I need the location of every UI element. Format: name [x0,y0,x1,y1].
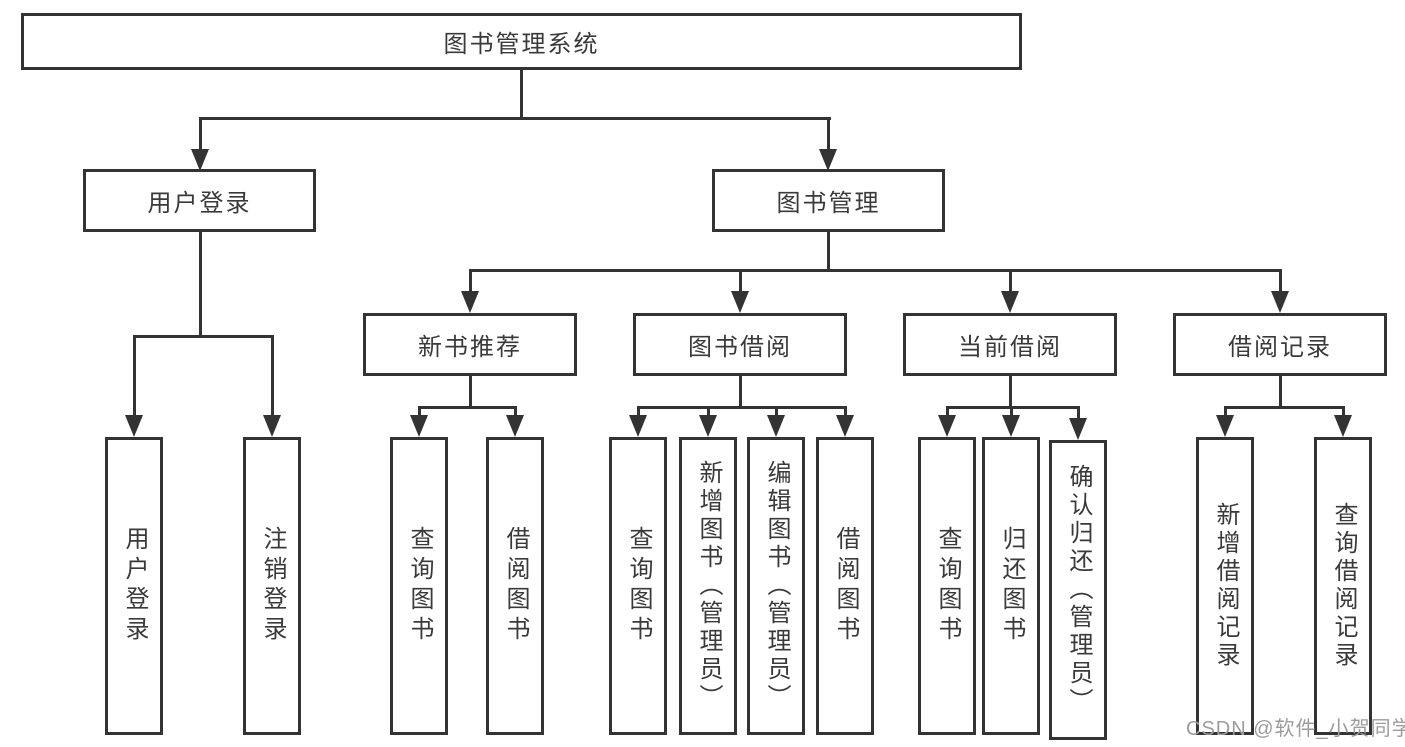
leaf-add-book-admin: 新增图书（管理员） [679,437,737,735]
connector-to-book-management [827,117,830,151]
node-borrowing-records: 借阅记录 [1173,313,1387,376]
leaf-return-books: 归还图书 [982,437,1040,735]
arrow-down-icon [699,415,717,437]
leaf-borrow-books-recommendation: 借阅图书 [486,437,544,735]
connector-current-stem [1009,376,1012,409]
watermark: CSDN @软件_小贺同学 [1186,718,1405,740]
leaf-query-books-borrowing: 查询图书 [609,437,667,735]
connector-records-stem [1279,376,1282,409]
leaf-borrow-books-borrowing: 借阅图书 [816,437,874,735]
connector-leaf-stem [707,406,710,418]
connector-leaf-stem [514,406,517,418]
connector-root-stem [520,70,523,120]
arrow-down-icon [461,291,479,313]
node-new-book-recommendation: 新书推荐 [363,313,577,376]
leaf-logout: 注销登录 [243,437,301,735]
arrow-down-icon [506,415,524,437]
connector-to-borrowing-records [1279,269,1282,293]
arrow-down-icon [1334,415,1352,437]
connector-leaf-stem [946,406,949,418]
connector-records-bar [1224,406,1344,409]
connector-level3-bar [469,269,1282,272]
connector-to-leaf-user-login [133,335,136,417]
connector-user-login-bar [133,335,274,338]
arrow-down-icon [836,415,854,437]
leaf-edit-book-admin: 编辑图书（管理员） [747,437,805,735]
arrow-down-icon [629,415,647,437]
connector-user-login-stem [199,232,202,338]
connector-leaf-stem [1224,406,1227,418]
connector-level2-bar [199,117,831,120]
leaf-user-login: 用户登录 [105,437,163,735]
leaf-query-books-current: 查询图书 [918,437,976,735]
connector-leaf-stem [1342,406,1345,418]
node-user-login: 用户登录 [83,169,316,232]
arrow-down-icon [767,415,785,437]
arrow-down-icon [731,291,749,313]
arrow-down-icon [819,149,837,171]
connector-leaf-stem [844,406,847,418]
leaf-query-books-recommendation: 查询图书 [390,437,448,735]
arrow-down-icon [1069,418,1087,440]
leaf-query-borrow-record: 查询借阅记录 [1314,437,1372,735]
node-library-management-system: 图书管理系统 [21,13,1022,70]
connector-borrowing-stem [739,376,742,409]
arrow-down-icon [263,415,281,437]
node-current-borrowing: 当前借阅 [903,313,1117,376]
connector-to-new-book-recommendation [469,269,472,293]
arrow-down-icon [191,149,209,171]
arrow-down-icon [1216,415,1234,437]
connector-leaf-stem [775,406,778,418]
arrow-down-icon [938,415,956,437]
connector-to-current-borrowing [1009,269,1012,293]
connector-to-leaf-logout [271,335,274,417]
connector-to-book-borrowing [739,269,742,293]
arrow-down-icon [1002,415,1020,437]
connector-recommendation-bar [418,406,517,409]
node-book-management: 图书管理 [712,169,945,232]
arrow-down-icon [125,415,143,437]
leaf-confirm-return-admin: 确认归还（管理员） [1049,440,1107,740]
connector-leaf-stem [1077,406,1080,420]
connector-borrowing-bar [637,406,846,409]
leaf-add-borrow-record: 新增借阅记录 [1196,437,1254,735]
arrow-down-icon [1001,291,1019,313]
connector-leaf-stem [637,406,640,418]
connector-leaf-stem [418,406,421,418]
connector-recommendation-stem [469,376,472,409]
arrow-down-icon [1271,291,1289,313]
node-book-borrowing: 图书借阅 [633,313,847,376]
connector-book-management-stem [827,232,830,272]
connector-to-user-login [199,117,202,151]
arrow-down-icon [410,415,428,437]
connector-leaf-stem [1010,406,1013,418]
